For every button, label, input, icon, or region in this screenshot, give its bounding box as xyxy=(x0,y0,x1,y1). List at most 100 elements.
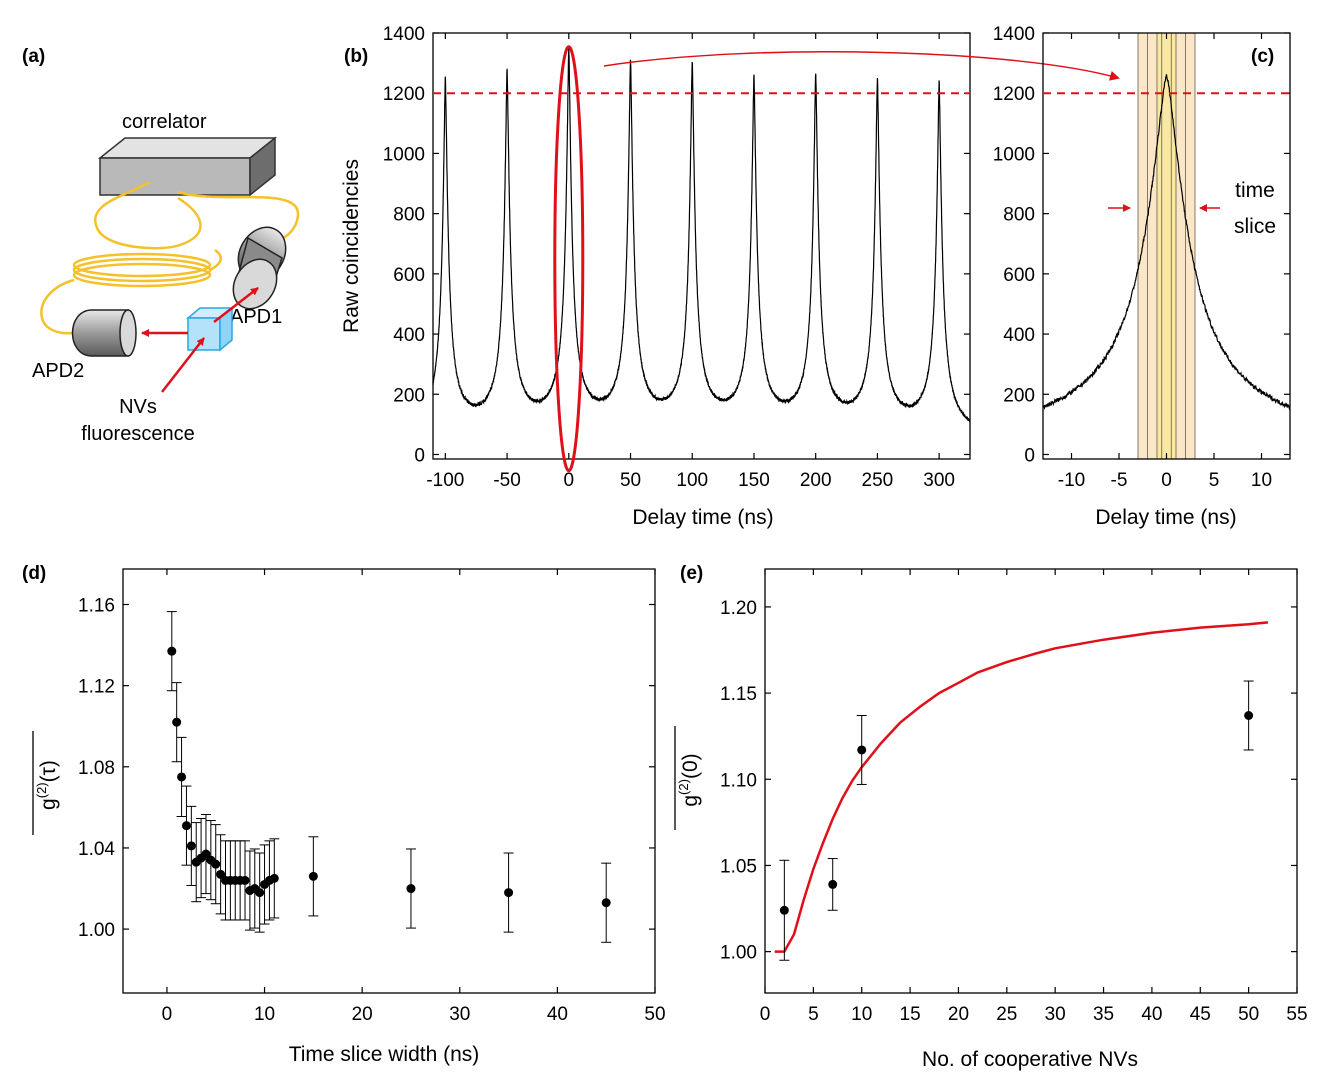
x-tick-label: 25 xyxy=(996,1004,1017,1025)
y-tick-label: 1000 xyxy=(383,144,425,165)
panel-label-a: (a) xyxy=(22,46,45,67)
data-point xyxy=(255,888,265,898)
data-point xyxy=(406,884,416,894)
x-tick-label: 0 xyxy=(1161,470,1172,491)
y-tick-label: 1.15 xyxy=(720,684,757,705)
x-tick-label: 20 xyxy=(352,1004,373,1025)
y-tick-label: 800 xyxy=(1003,205,1035,226)
time-slice-annotation-line1: time xyxy=(1235,179,1275,202)
panel-label-b: (b) xyxy=(344,46,368,67)
y-axis-label-text: g(2)(0) xyxy=(676,753,702,806)
x-tick-label: 35 xyxy=(1093,1004,1114,1025)
y-axis-label: g(2)(0) xyxy=(674,726,702,830)
x-tick-label: 10 xyxy=(1251,470,1272,491)
time-slice-bands xyxy=(1137,33,1196,459)
y-tick-label: 0 xyxy=(1024,445,1035,466)
x-tick-label: 0 xyxy=(564,470,575,491)
x-tick-label: 0 xyxy=(760,1004,771,1025)
data-points xyxy=(166,611,612,943)
x-tick-label: 45 xyxy=(1190,1004,1211,1025)
fit-curve xyxy=(774,621,1269,953)
data-point xyxy=(308,871,318,881)
data-point xyxy=(201,849,211,859)
time-slice-annotation-line2: slice xyxy=(1234,215,1276,238)
plot-frame xyxy=(432,32,971,460)
plot-frame xyxy=(122,568,656,994)
data-point xyxy=(186,841,196,851)
y-ticks: 0 200 400 600 800 1000 1200 1400 xyxy=(993,24,1290,466)
y-tick-label: 1200 xyxy=(383,84,425,105)
x-tick-label: -5 xyxy=(1111,470,1128,491)
x-tick-label: 300 xyxy=(923,470,955,491)
panel-a-schematic: (a) correlator APD1 APD2 xyxy=(22,46,300,445)
panel-label-d: (d) xyxy=(22,563,46,584)
zoom-arrow xyxy=(603,51,1120,81)
y-tick-label: 800 xyxy=(393,205,425,226)
panel-label-e: (e) xyxy=(680,563,703,584)
data-point xyxy=(181,821,191,831)
x-axis-label: Time slice width (ns) xyxy=(289,1043,480,1066)
y-axis-label-text: g(2)(τ) xyxy=(34,760,60,810)
apd1-detector xyxy=(232,226,287,310)
y-ticks: 1.001.051.101.151.20 xyxy=(720,598,1297,964)
y-tick-label: 1.16 xyxy=(78,596,115,617)
data-point xyxy=(828,879,838,889)
y-tick-label: 1400 xyxy=(993,24,1035,45)
x-tick-label: -100 xyxy=(426,470,464,491)
apd2-label: APD2 xyxy=(32,360,84,382)
time-slice-band-inner xyxy=(1157,33,1176,459)
fluorescence-label: fluorescence xyxy=(81,423,194,445)
x-tick-label: 5 xyxy=(1209,470,1220,491)
x-axis-label: Delay time (ns) xyxy=(1095,506,1236,529)
y-tick-label: 0 xyxy=(414,445,425,466)
x-tick-label: 30 xyxy=(1045,1004,1066,1025)
data-point xyxy=(269,873,279,883)
data-point xyxy=(504,888,514,898)
coincidence-trace xyxy=(432,45,971,423)
x-tick-label: 200 xyxy=(800,470,832,491)
x-tick-label: 40 xyxy=(547,1004,568,1025)
y-tick-label: 600 xyxy=(1003,265,1035,286)
y-tick-label: 400 xyxy=(393,325,425,346)
y-tick-label: 1200 xyxy=(993,84,1035,105)
y-tick-label: 200 xyxy=(393,385,425,406)
x-tick-label: 250 xyxy=(862,470,894,491)
y-tick-label: 200 xyxy=(1003,385,1035,406)
data-point xyxy=(779,905,789,915)
x-tick-label: 30 xyxy=(449,1004,470,1025)
data-point xyxy=(216,869,226,879)
y-tick-label: 1.10 xyxy=(720,770,757,791)
y-tick-label: 400 xyxy=(1003,325,1035,346)
x-tick-label: 55 xyxy=(1286,1004,1307,1025)
y-tick-label: 1400 xyxy=(383,24,425,45)
y-tick-label: 1000 xyxy=(993,144,1035,165)
correlator-label: correlator xyxy=(122,111,207,133)
y-tick-label: 1.20 xyxy=(720,598,757,619)
x-ticks: 0 10 20 30 40 50 xyxy=(162,569,666,1025)
x-tick-label: 50 xyxy=(644,1004,665,1025)
data-point xyxy=(177,772,187,782)
x-tick-label: 40 xyxy=(1141,1004,1162,1025)
x-tick-label: 50 xyxy=(1238,1004,1259,1025)
data-points xyxy=(779,680,1254,961)
panel-label-c: (c) xyxy=(1251,46,1274,67)
apd2-detector xyxy=(71,309,137,357)
data-point xyxy=(857,745,867,755)
x-tick-label: 10 xyxy=(254,1004,275,1025)
y-tick-label: 1.08 xyxy=(78,758,115,779)
plot-frame xyxy=(764,568,1298,994)
x-tick-label: 10 xyxy=(851,1004,872,1025)
nvs-label: NVs xyxy=(119,396,157,418)
data-point xyxy=(167,646,177,656)
zoomed-peak-trace xyxy=(1042,74,1291,411)
x-tick-label: 0 xyxy=(162,1004,173,1025)
x-tick-label: 50 xyxy=(620,470,641,491)
y-tick-label: 1.05 xyxy=(720,856,757,877)
